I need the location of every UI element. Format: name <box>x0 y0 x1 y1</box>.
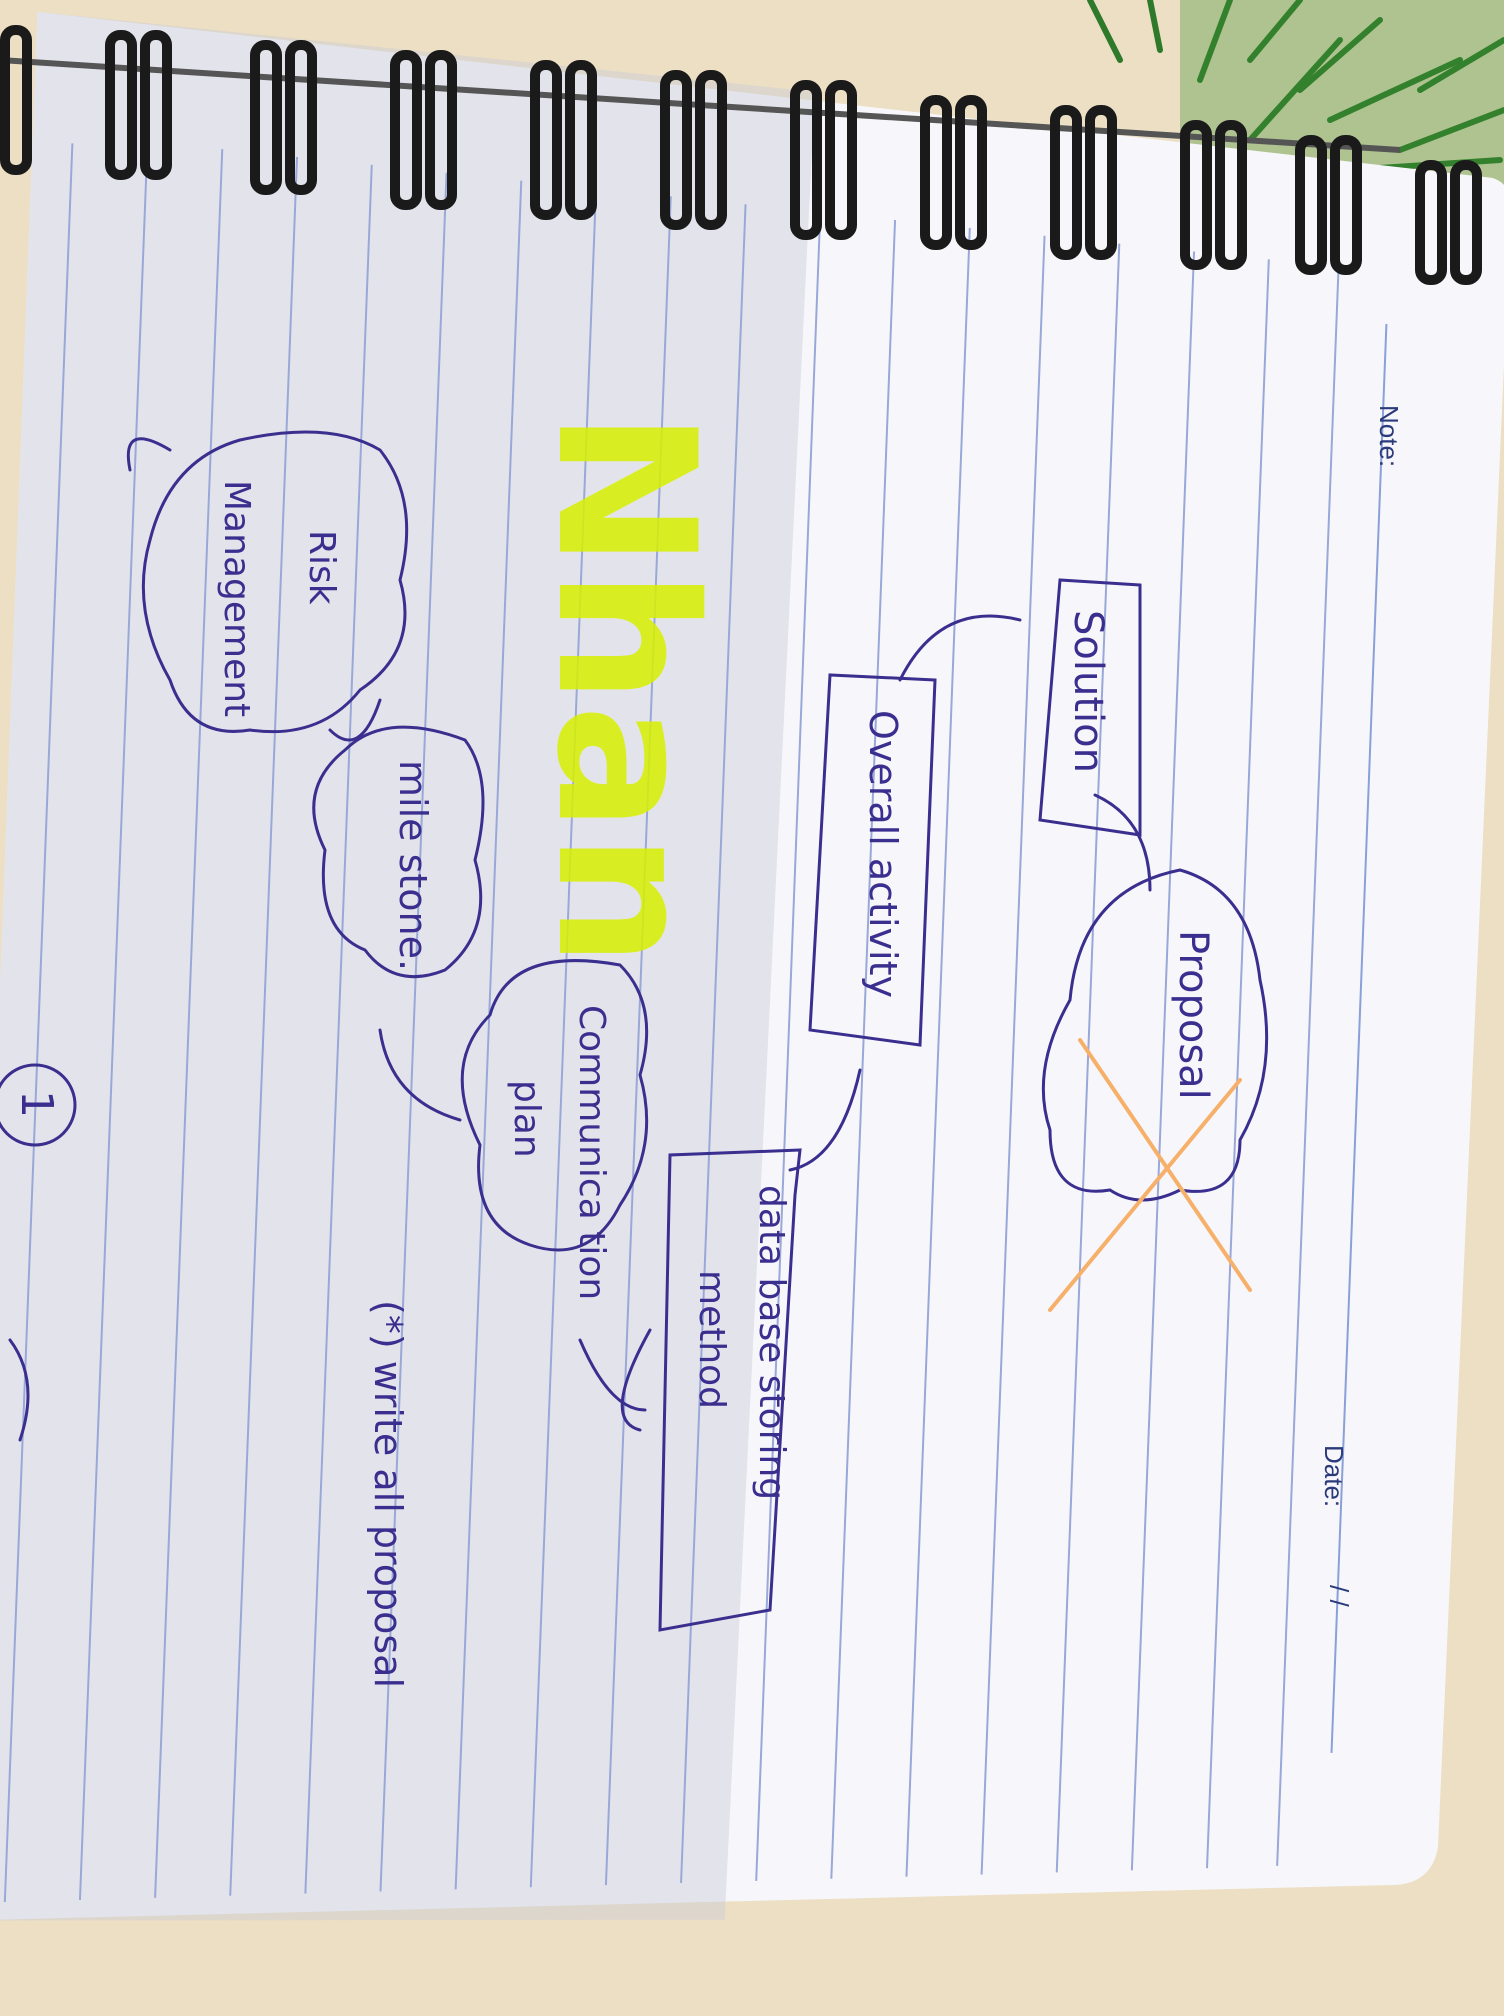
ruled-lines <box>3 143 1340 1903</box>
solution-label: Solution <box>1065 610 1111 773</box>
highlighted-name: Nhan <box>515 410 736 968</box>
database-label-line1: data base storing <box>751 1185 792 1500</box>
risk-label-line2: Management <box>216 480 257 717</box>
milestone-cloud <box>312 725 485 979</box>
database-label-line2: method <box>691 1270 732 1409</box>
milestone-label: mile stone. <box>391 760 435 971</box>
database-box <box>658 1148 802 1632</box>
communication-label-line1: Communica tion <box>571 1005 612 1300</box>
proposal-note: (*) write all proposal <box>366 1300 410 1688</box>
note-label: Note: <box>1374 405 1404 467</box>
page-number: 1 <box>11 1090 62 1118</box>
risk-label-line1: Risk <box>301 530 342 605</box>
overall-activity-box <box>808 673 937 1047</box>
notebook-page <box>0 11 1504 1921</box>
overall-activity-label: Overall activity <box>861 710 905 998</box>
date-slashes: / / <box>1324 1585 1354 1607</box>
risk-cloud <box>141 430 409 734</box>
solution-box <box>1038 578 1142 837</box>
communication-cloud <box>460 959 649 1252</box>
mindmap-connectors <box>0 430 1269 1632</box>
page-number-circle <box>0 1063 77 1147</box>
proposal-label: Proposal <box>1170 930 1216 1100</box>
communication-label-line2: plan <box>506 1080 547 1158</box>
date-label: Date: <box>1319 1445 1349 1507</box>
orange-cross <box>1048 1038 1252 1312</box>
spiral-binding <box>0 25 1482 285</box>
